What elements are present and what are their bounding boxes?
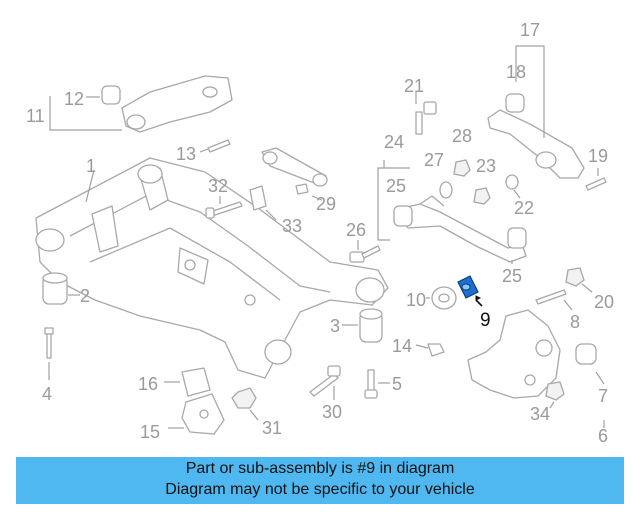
nut-part-23 <box>473 187 491 205</box>
knuckle-part-6 <box>467 309 605 428</box>
washer-part-22 <box>505 174 521 199</box>
callout-18: 18 <box>506 62 526 82</box>
bolt-part-21 <box>415 92 437 135</box>
callout-34: 34 <box>530 404 550 424</box>
callout-5: 5 <box>392 374 402 394</box>
callout-25a: 25 <box>386 176 406 196</box>
callout-15: 15 <box>140 422 160 442</box>
banner-disclaimer: Diagram may not be specific to your vehi… <box>165 481 475 498</box>
callout-12: 12 <box>64 89 84 109</box>
bushing-part-3 <box>342 308 383 343</box>
callout-19: 19 <box>588 146 608 166</box>
bushing-part-12 <box>86 85 121 105</box>
info-banner: Part or sub-assembly is #9 in diagram Di… <box>16 457 624 504</box>
bolt-part-32 <box>205 196 243 219</box>
callout-31: 31 <box>262 418 282 438</box>
callout-2: 2 <box>80 286 90 306</box>
callout-21: 21 <box>404 76 424 96</box>
bolt-part-5 <box>364 369 390 399</box>
banner-part-message: Part or sub-assembly is #9 in diagram <box>185 460 455 477</box>
bushing-part-25-upper <box>393 205 413 227</box>
callout-8: 8 <box>570 312 580 332</box>
callout-30: 30 <box>322 402 342 422</box>
callout-20: 20 <box>594 292 614 312</box>
callout-1: 1 <box>86 156 96 176</box>
bolt-part-4 <box>44 327 54 380</box>
mount-part-16 <box>164 367 211 397</box>
callout-27: 27 <box>424 150 444 170</box>
bracket-part-33 <box>249 185 277 221</box>
bushing-part-2 <box>42 272 80 305</box>
callout-29: 29 <box>316 194 336 214</box>
nut-part-34 <box>545 381 565 409</box>
callout-26: 26 <box>346 220 366 240</box>
trailing-arm-part-11 <box>49 75 233 133</box>
lower-arm-part-24 <box>377 160 527 263</box>
callout-16: 16 <box>138 374 158 394</box>
bolt-part-13 <box>199 139 231 153</box>
nut-part-31 <box>231 387 259 421</box>
callout-32: 32 <box>208 176 228 196</box>
nut-part-20 <box>565 267 593 293</box>
bolt-part-27 <box>439 181 453 199</box>
callout-22: 22 <box>514 198 534 218</box>
subframe-part-1 <box>35 157 389 379</box>
bushing-part-10 <box>426 286 457 310</box>
bracket-part-15 <box>168 393 225 435</box>
callout-24: 24 <box>384 132 404 152</box>
bolt-part-30 <box>309 365 341 400</box>
link-part-29 <box>261 147 328 201</box>
bolt-part-14 <box>415 343 445 357</box>
callout-4: 4 <box>42 384 52 404</box>
bushing-part-7 <box>575 343 605 385</box>
callout-28: 28 <box>452 126 472 146</box>
callout-14: 14 <box>392 336 412 356</box>
bushing-part-18 <box>505 93 525 113</box>
callout-23: 23 <box>476 156 496 176</box>
callout-7: 7 <box>598 386 608 406</box>
bushing-part-25-lower <box>507 227 527 264</box>
bolt-part-19 <box>585 168 607 191</box>
callout-13: 13 <box>176 144 196 164</box>
callout-17: 17 <box>520 20 540 40</box>
bolt-part-8 <box>535 289 573 311</box>
callout-10: 10 <box>406 290 426 310</box>
callout-3: 3 <box>330 316 340 336</box>
bolt-part-26 <box>349 240 381 263</box>
callout-labels: 1 2 3 4 5 6 7 8 9 10 11 12 13 14 15 16 1… <box>26 20 614 446</box>
upper-arm-part-17 <box>487 45 585 179</box>
callout-25b: 25 <box>502 266 522 286</box>
callout-9: 9 <box>480 310 491 331</box>
callout-11: 11 <box>26 106 45 126</box>
callout-6: 6 <box>598 426 608 446</box>
highlighted-part-9[interactable] <box>457 275 483 307</box>
callout-33: 33 <box>282 216 302 236</box>
nut-part-28 <box>453 159 471 177</box>
